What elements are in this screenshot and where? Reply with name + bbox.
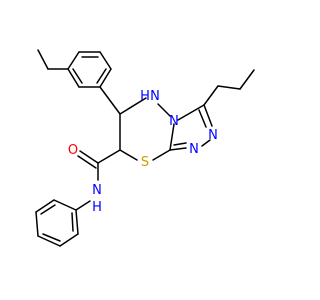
bond-ring1-c (99, 51, 112, 70)
bond-ring2-e (59, 233, 79, 247)
atom-n-amide: N (92, 183, 102, 198)
bond-s-c7 (119, 149, 138, 161)
atom-n-nh: N (150, 89, 160, 104)
atom-s: S (141, 155, 149, 170)
bond-c8a-s (152, 149, 171, 161)
atom-n-triazole-1: N (189, 142, 199, 157)
bond-propyl-3 (239, 69, 255, 90)
bond-carbonyl-o-double (77, 155, 97, 169)
bond-ring2-d (37, 235, 61, 247)
bond-ring1-double-2 (96, 68, 107, 84)
bond-ring1-f (67, 68, 80, 88)
bond-c3-n2-double (198, 109, 207, 128)
atom-o: O (68, 143, 78, 158)
atom-labels: H N N N N S O N H (68, 89, 218, 215)
bond-n1-c8a-double (173, 142, 187, 146)
bond-c3-n2 (203, 104, 213, 127)
bond-ethyl-ch3 (37, 49, 49, 70)
bond-c7-carbonyl (97, 149, 121, 164)
bond-propyl-1 (203, 85, 219, 106)
molecule-structure: H N N N N S O N H (35, 49, 255, 247)
bond-n-phenyl (75, 200, 91, 211)
bond-carbonyl-o (79, 150, 99, 164)
bond-propyl-2 (217, 85, 241, 90)
bond-ring2-f (75, 209, 79, 235)
bond-nh-n4 (157, 103, 171, 117)
bond-ring2-double-1 (40, 204, 56, 215)
bond-ring2-b (35, 199, 55, 213)
bond-n4-c8a (169, 123, 175, 151)
atom-n-ring: N (169, 114, 179, 129)
atom-h-amide: H (92, 200, 102, 215)
bond-ring2-double-3 (71, 212, 74, 232)
bond-ring1-a (67, 51, 80, 70)
bond-ring1-double-3 (72, 68, 83, 84)
bonds (35, 49, 255, 247)
atom-n-triazole-2: N (208, 128, 218, 143)
bond-ring2-double-2 (42, 233, 61, 242)
bond-aryl-c6 (99, 86, 121, 115)
molecule-canvas: H N N N N S O N H (35, 49, 255, 247)
bond-c6-nh (119, 97, 147, 115)
bond-ring2-a (53, 199, 77, 211)
bond-n1-c8a (169, 147, 187, 151)
bond-n4-c3 (177, 104, 205, 121)
bond-n2-n1 (201, 139, 211, 147)
atom-h-nh: H (140, 89, 150, 104)
bond-ring2-c (35, 211, 39, 237)
bond-ring1-d (99, 68, 112, 88)
